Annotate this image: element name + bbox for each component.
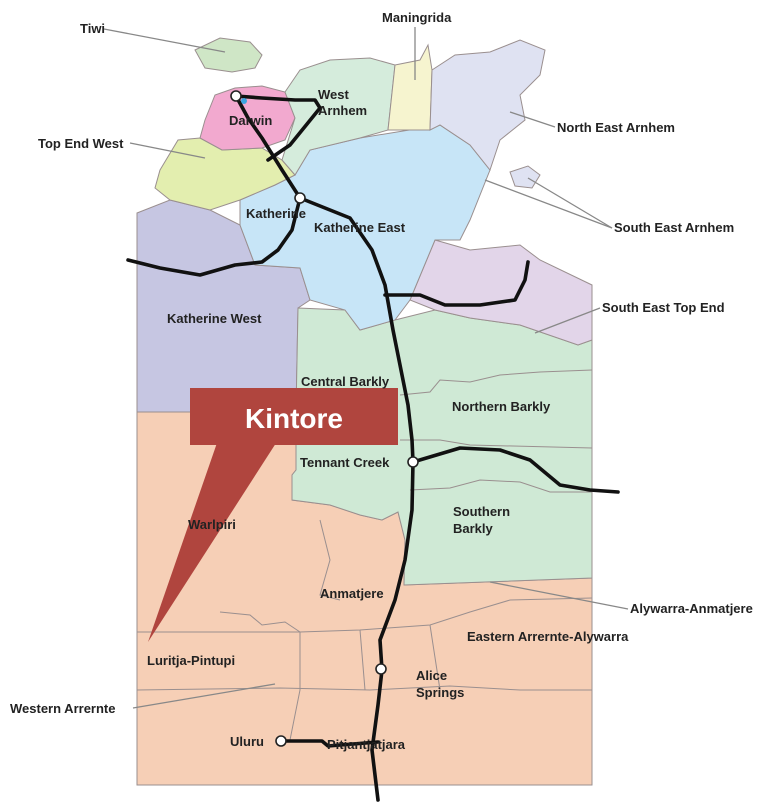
callout-label: Kintore xyxy=(245,403,343,434)
region-barkly xyxy=(291,307,593,586)
label-north-east-arnhem: North East Arnhem xyxy=(557,120,675,135)
label-west-arnhem-2: Arnhem xyxy=(318,103,367,118)
region-labels: Tiwi Maningrida Darwin West Arnhem North… xyxy=(10,10,753,752)
label-central-barkly: Central Barkly xyxy=(301,374,390,389)
label-katherine-east: Katherine East xyxy=(314,220,406,235)
label-southern-barkly-1: Southern xyxy=(453,504,510,519)
label-southern-barkly-2: Barkly xyxy=(453,521,494,536)
label-northern-barkly: Northern Barkly xyxy=(452,399,551,414)
town-marker-alice-springs xyxy=(375,663,387,675)
callout-pointer xyxy=(148,440,278,642)
region-maningrida xyxy=(387,43,433,131)
region-tiwi xyxy=(194,37,263,73)
label-katherine-west: Katherine West xyxy=(167,311,262,326)
label-uluru: Uluru xyxy=(230,734,264,749)
region-west-arnhem xyxy=(281,57,396,176)
label-luritja-pintupi: Luritja-Pintupi xyxy=(147,653,235,668)
label-alice-springs-1: Alice xyxy=(416,668,447,683)
region-north-east-arnhem xyxy=(429,39,546,172)
label-pitjantjatjara: Pitjantjatjara xyxy=(327,737,406,752)
highways xyxy=(126,94,620,802)
town-marker-katherine xyxy=(294,192,306,204)
label-tennant-creek: Tennant Creek xyxy=(300,455,390,470)
label-top-end-west: Top End West xyxy=(38,136,124,151)
label-alice-springs-2: Springs xyxy=(416,685,464,700)
label-anmatjere: Anmatjere xyxy=(320,586,384,601)
label-katherine: Katherine xyxy=(246,206,306,221)
kintore-callout: Kintore xyxy=(148,388,398,642)
label-darwin: Darwin xyxy=(229,113,272,128)
town-marker-tennant-creek xyxy=(407,456,419,468)
water-dot-darwin xyxy=(241,98,247,104)
label-alywarra-anmatjere: Alywarra-Anmatjere xyxy=(630,601,753,616)
leader-lines xyxy=(103,27,629,709)
callout-box xyxy=(190,388,398,445)
label-eastern-arrernte: Eastern Arrernte-Alywarra xyxy=(467,629,629,644)
label-western-arrernte: Western Arrernte xyxy=(10,701,115,716)
region-south-east-top-end xyxy=(409,239,593,346)
island-south-east-arnhem xyxy=(509,165,541,189)
label-warlpiri: Warlpiri xyxy=(188,517,236,532)
label-south-east-arnhem: South East Arnhem xyxy=(614,220,734,235)
label-maningrida: Maningrida xyxy=(382,10,452,25)
sub-boundaries xyxy=(136,369,593,741)
town-marker-uluru xyxy=(275,735,287,747)
label-west-arnhem-1: West xyxy=(318,87,349,102)
label-tiwi: Tiwi xyxy=(80,21,105,36)
label-south-east-top-end: South East Top End xyxy=(602,300,725,315)
town-marker-darwin xyxy=(230,90,242,102)
